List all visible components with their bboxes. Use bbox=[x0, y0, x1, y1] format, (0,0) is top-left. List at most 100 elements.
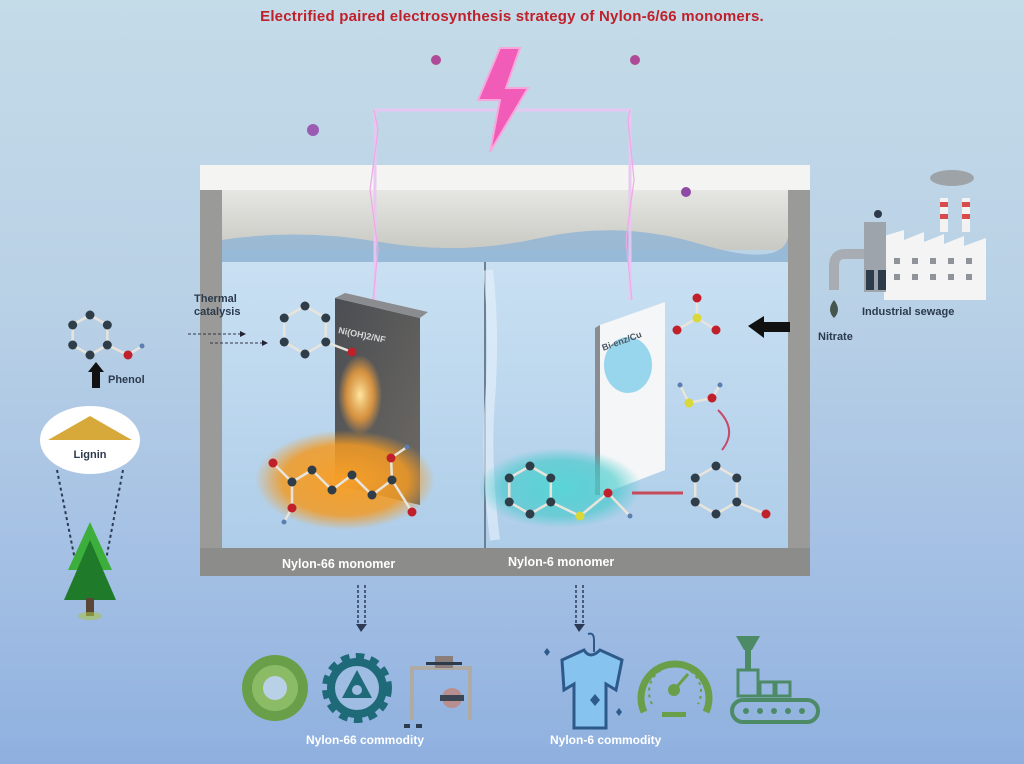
carbon-atom bbox=[732, 497, 742, 507]
carbon-atom bbox=[525, 509, 535, 519]
carbon-atom bbox=[102, 320, 112, 330]
bond bbox=[736, 500, 767, 516]
carbon-atom bbox=[68, 340, 78, 350]
speedometer-icon bbox=[637, 660, 713, 717]
tank-right-wall bbox=[788, 190, 810, 575]
bond bbox=[550, 500, 581, 518]
conveyor-factory-icon bbox=[730, 636, 820, 724]
carbon-atom bbox=[690, 497, 700, 507]
droplet-icon bbox=[830, 300, 838, 318]
sulfur-atom bbox=[692, 313, 702, 323]
oxygen-atom bbox=[692, 293, 702, 303]
thermal-catalysis-label: Thermal catalysis bbox=[194, 293, 240, 319]
anode-flame-glow bbox=[338, 355, 382, 435]
phenol-label: Phenol bbox=[108, 374, 145, 386]
carbon-atom bbox=[367, 490, 377, 500]
bond bbox=[607, 492, 631, 517]
hydrogen-atom bbox=[717, 382, 723, 388]
nylon66-commodity-label: Nylon-66 commodity bbox=[306, 733, 425, 747]
nylon66-monomer-label: Nylon-66 monomer bbox=[282, 557, 396, 571]
thermal-label-line2: catalysis bbox=[194, 306, 241, 318]
carbon-atom bbox=[546, 497, 556, 507]
hydrogen-atom bbox=[404, 444, 410, 450]
adipic-acid-molecule bbox=[268, 444, 417, 525]
carbon-atom bbox=[732, 473, 742, 483]
carbon-atom bbox=[102, 340, 112, 350]
carbon-atom bbox=[347, 470, 357, 480]
carbon-atom bbox=[279, 337, 289, 347]
carbon-atom bbox=[300, 301, 310, 311]
dashed-link-right bbox=[105, 469, 124, 561]
nitrate-label: Nitrate bbox=[818, 331, 853, 343]
cyclohexanone-molecule bbox=[690, 461, 771, 519]
lignin-pile-icon bbox=[48, 416, 132, 440]
phenol-molecule bbox=[68, 310, 145, 360]
carbon-atom bbox=[546, 473, 556, 483]
lightning-bolt-icon bbox=[476, 47, 530, 153]
catalyst-spot bbox=[604, 337, 652, 393]
tank-left-wall bbox=[200, 190, 222, 565]
nylon6-monomer-glow bbox=[478, 448, 642, 528]
hydrogen-atom bbox=[627, 513, 633, 519]
hydrogen-atom bbox=[281, 519, 287, 525]
oxygen-atom bbox=[761, 509, 771, 519]
oxygen-atom bbox=[386, 453, 396, 463]
thermal-catalysis-arrows bbox=[188, 331, 268, 346]
cyclohexanone-oxime-molecule bbox=[504, 461, 633, 521]
gear-icon bbox=[322, 653, 392, 723]
nitrate-molecules bbox=[672, 293, 723, 408]
lignin-label: Lignin bbox=[73, 449, 107, 461]
hydrogen-atom bbox=[139, 343, 145, 349]
up-arrow-icon bbox=[88, 362, 104, 388]
carbon-atom bbox=[321, 313, 331, 323]
curved-arrow bbox=[717, 409, 730, 451]
oxygen-atom bbox=[123, 350, 133, 360]
sulfur-atom bbox=[684, 398, 694, 408]
oxygen-atom bbox=[347, 347, 357, 357]
tshirt-icon bbox=[544, 632, 624, 730]
bond bbox=[325, 340, 353, 354]
dashed-link-left bbox=[56, 469, 76, 561]
carbon-atom bbox=[690, 473, 700, 483]
carbon-atom bbox=[300, 349, 310, 359]
carbon-atom bbox=[504, 497, 514, 507]
bond bbox=[390, 479, 414, 513]
pipe-fittings-icon bbox=[404, 656, 472, 728]
bond bbox=[579, 492, 609, 517]
nylon6-monomer-label: Nylon-6 monomer bbox=[508, 555, 615, 569]
oxygen-atom bbox=[672, 325, 682, 335]
carbon-atom bbox=[85, 310, 95, 320]
cyclohexanol-molecule bbox=[279, 301, 357, 359]
oxygen-atom bbox=[707, 393, 717, 403]
carbon-atom bbox=[504, 473, 514, 483]
oxygen-atom bbox=[287, 503, 297, 513]
oxygen-atom bbox=[407, 507, 417, 517]
nylon6-commodity-label: Nylon-6 commodity bbox=[550, 733, 662, 747]
carbon-atom bbox=[321, 337, 331, 347]
hydrogen-atom bbox=[677, 382, 683, 388]
carbon-atom bbox=[525, 461, 535, 471]
oxygen-atom bbox=[268, 458, 278, 468]
figure-title: Electrified paired electrosynthesis stra… bbox=[260, 8, 764, 25]
carbon-atom bbox=[68, 320, 78, 330]
oxygen-atom bbox=[603, 488, 613, 498]
thermal-label-line1: Thermal bbox=[194, 293, 237, 305]
carbon-atom bbox=[287, 477, 297, 487]
tree-icon bbox=[64, 522, 116, 620]
oxygen-atom bbox=[711, 325, 721, 335]
bearing-icon bbox=[242, 655, 308, 721]
carbon-atom bbox=[327, 485, 337, 495]
carbon-atom bbox=[711, 461, 721, 471]
tank-rim-back bbox=[200, 165, 810, 193]
sewage-input-arrow bbox=[748, 316, 790, 338]
carbon-atom bbox=[85, 350, 95, 360]
carbon-atom bbox=[307, 465, 317, 475]
tank-floor bbox=[200, 548, 810, 576]
carbon-atom bbox=[711, 509, 721, 519]
sulfur-atom bbox=[575, 511, 585, 521]
down-arrows bbox=[356, 585, 585, 632]
floating-particles bbox=[307, 55, 691, 197]
bond bbox=[351, 474, 373, 496]
